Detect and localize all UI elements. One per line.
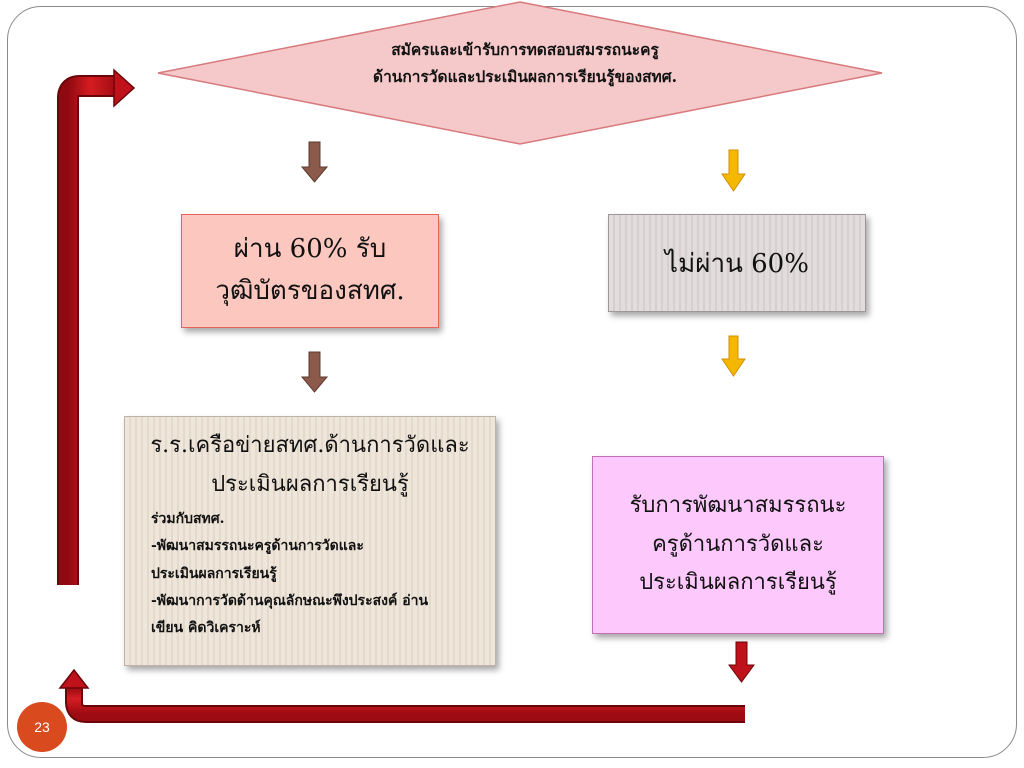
loop-back-arrow (57, 68, 136, 585)
decision-line-1: สมัครและเข้ารับการทดสอบสมรรถนะครู (391, 40, 659, 59)
network-detail-line: ประเมินผลการเรียนรู้ (151, 565, 277, 582)
arrow-down-icon (728, 641, 755, 683)
arrow-down-icon (721, 335, 746, 377)
network-line-1: ร.ร.เครือข่ายสทศ.ด้านการวัดและ (150, 433, 470, 458)
development-line-2: ครูด้านการวัดและ (652, 531, 824, 557)
network-line-2: ประเมินผลการเรียนรู้ (211, 471, 409, 497)
pass-box: ผ่าน 60% รับ วุฒิบัตรของสทศ. (181, 214, 439, 328)
pass-line-1: ผ่าน 60% รับ (233, 234, 387, 265)
decision-label: สมัครและเข้ารับการทดสอบสมรรถนะครู ด้านกา… (300, 36, 750, 90)
network-detail-line: -พัฒนาสมรรถนะครูด้านการวัดและ (151, 538, 364, 555)
fail-label: ไม่ผ่าน 60% (665, 248, 809, 279)
network-detail-line: ร่วมกับสทศ. (151, 511, 225, 527)
network-detail-line: -พัฒนาการวัดด้านคุณลักษณะพึงประสงค์ อ่าน (151, 592, 429, 609)
pass-line-2: วุฒิบัตรของสทศ. (215, 276, 405, 306)
network-school-box: ร.ร.เครือข่ายสทศ.ด้านการวัดและ ประเมินผล… (124, 416, 496, 666)
arrow-down-icon (721, 149, 746, 192)
development-line-3: ประเมินผลการเรียนรู้ (639, 570, 837, 596)
fail-box: ไม่ผ่าน 60% (608, 214, 866, 312)
bottom-return-arrow (58, 668, 745, 723)
decision-diamond (157, 1, 883, 145)
arrow-down-icon (300, 141, 329, 183)
development-line-1: รับการพัฒนาสมรรถนะ (629, 493, 847, 519)
network-details: ร่วมกับสทศ. -พัฒนาสมรรถนะครูด้านการวัดแล… (125, 506, 495, 642)
development-box: รับการพัฒนาสมรรถนะ ครูด้านการวัดและ ประเ… (592, 456, 884, 634)
arrow-down-icon (300, 351, 329, 393)
page-number-badge: 23 (17, 702, 67, 752)
network-detail-line: เขียน คิดวิเคราะห์ (151, 620, 261, 637)
decision-line-2: ด้านการวัดและประเมินผลการเรียนรู้ของสทศ. (373, 67, 677, 87)
